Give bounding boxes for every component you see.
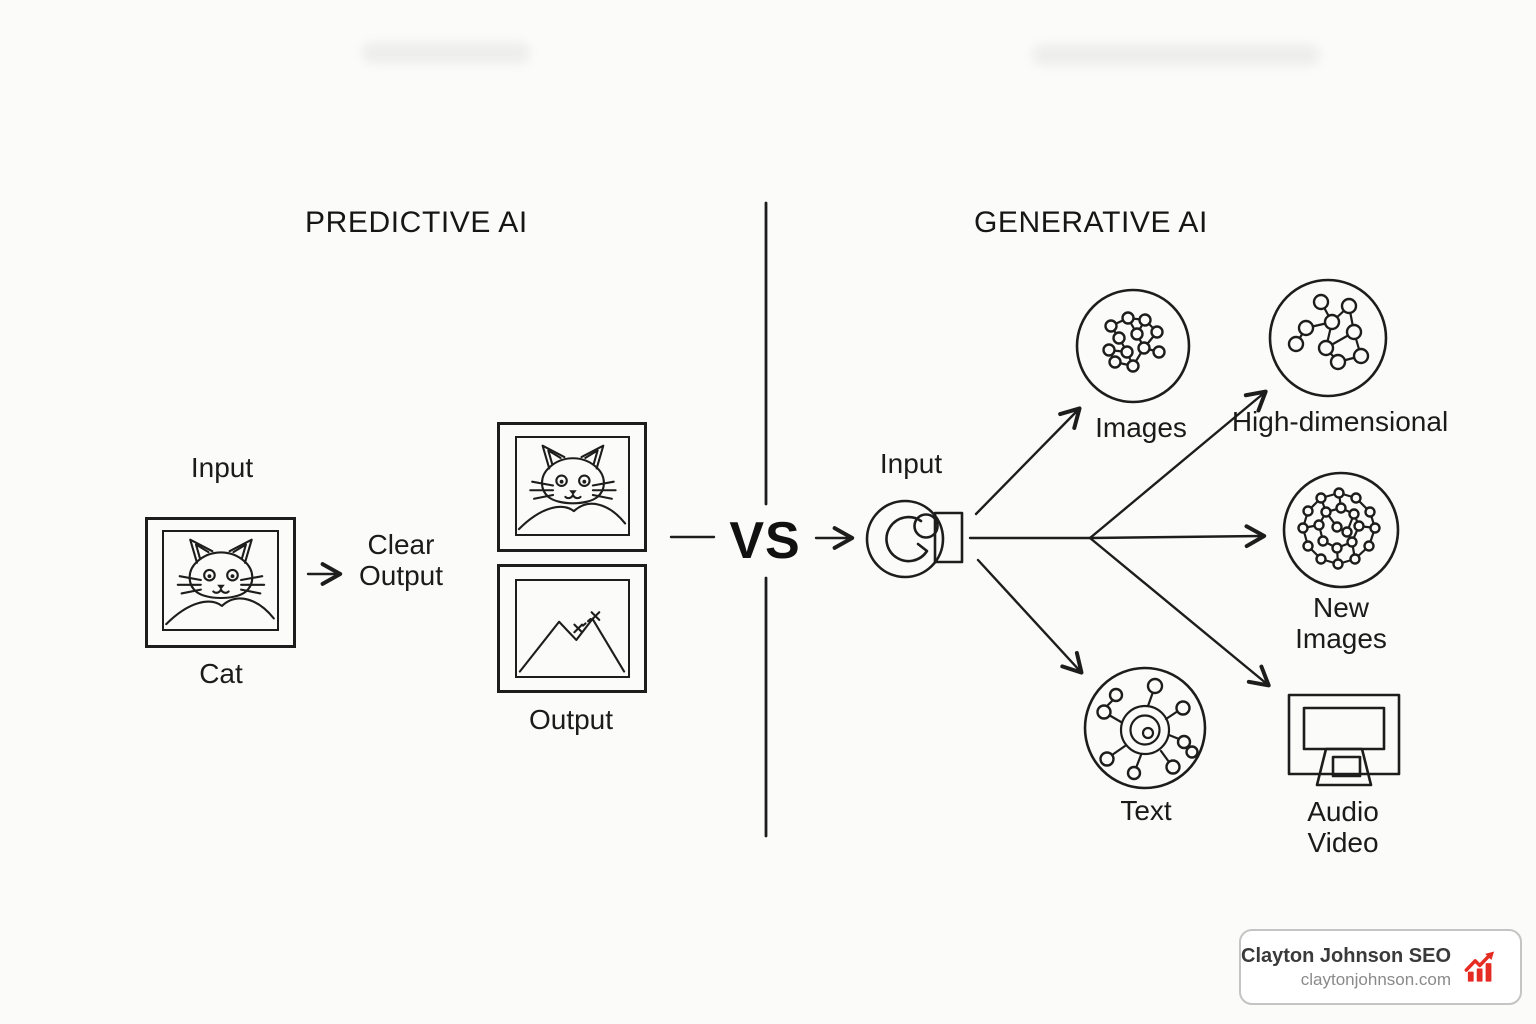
clear-output-label: Clear Output — [359, 529, 443, 591]
badge-domain: claytonjohnson.com — [1300, 969, 1452, 989]
high-dimensional-label: High-dimensional — [1231, 406, 1449, 437]
vs-label: VS — [729, 512, 801, 570]
output-picture-frame-cat — [497, 422, 647, 552]
predictive-output-label: Output — [528, 704, 614, 735]
input-picture-inner-frame — [162, 530, 279, 631]
ghost-artifact-right — [1032, 44, 1320, 66]
audio-video-label: Audio Video — [1307, 796, 1379, 858]
mountain-icon — [518, 611, 626, 673]
audio-video-line2: Video — [1307, 827, 1379, 858]
predictive-ai-title: PREDICTIVE AI — [305, 206, 528, 239]
text-label: Text — [1120, 795, 1172, 826]
images-label: Images — [1095, 412, 1187, 443]
generative-ai-title: GENERATIVE AI — [974, 206, 1208, 239]
badge-text: Clayton Johnson SEO claytonjohnson.com — [1241, 945, 1451, 990]
arrow-to-new-images — [1088, 524, 1267, 549]
arrow-to-audio-video — [1088, 536, 1271, 688]
audio-video-monitor-icon — [1287, 693, 1401, 787]
ghost-artifact-left — [362, 42, 530, 64]
high-dimensional-network-icon — [1268, 278, 1388, 398]
cat-icon — [517, 444, 627, 531]
text-hub-icon — [1083, 666, 1207, 790]
input-picture-frame — [145, 517, 296, 648]
output-picture-inner-frame-cat — [515, 436, 630, 536]
new-images-cluster-icon — [1282, 471, 1400, 589]
generative-input-icon — [865, 499, 964, 579]
clear-output-line1: Clear — [367, 529, 435, 560]
attribution-badge: Clayton Johnson SEO claytonjohnson.com — [1239, 929, 1522, 1005]
output-picture-frame-landscape — [497, 564, 647, 693]
new-images-line2: Images — [1295, 623, 1387, 654]
audio-video-line1: Audio — [1307, 796, 1379, 827]
new-images-label: New Images — [1295, 592, 1387, 654]
arrow-to-high-dimensional — [1088, 389, 1268, 540]
clear-output-line2: Output — [358, 560, 444, 591]
generative-input-label: Input — [879, 448, 943, 479]
arrow-to-images — [974, 406, 1082, 516]
growth-chart-icon — [1464, 951, 1495, 982]
input-caption: Cat — [199, 658, 243, 689]
badge-title: Clayton Johnson SEO — [1241, 944, 1452, 967]
new-images-line1: New — [1312, 592, 1370, 623]
arrow-to-text — [976, 558, 1084, 675]
output-picture-inner-frame-landscape — [515, 579, 630, 678]
predictive-input-label: Input — [190, 452, 254, 483]
images-network-icon — [1075, 288, 1191, 404]
cat-icon — [165, 538, 275, 626]
